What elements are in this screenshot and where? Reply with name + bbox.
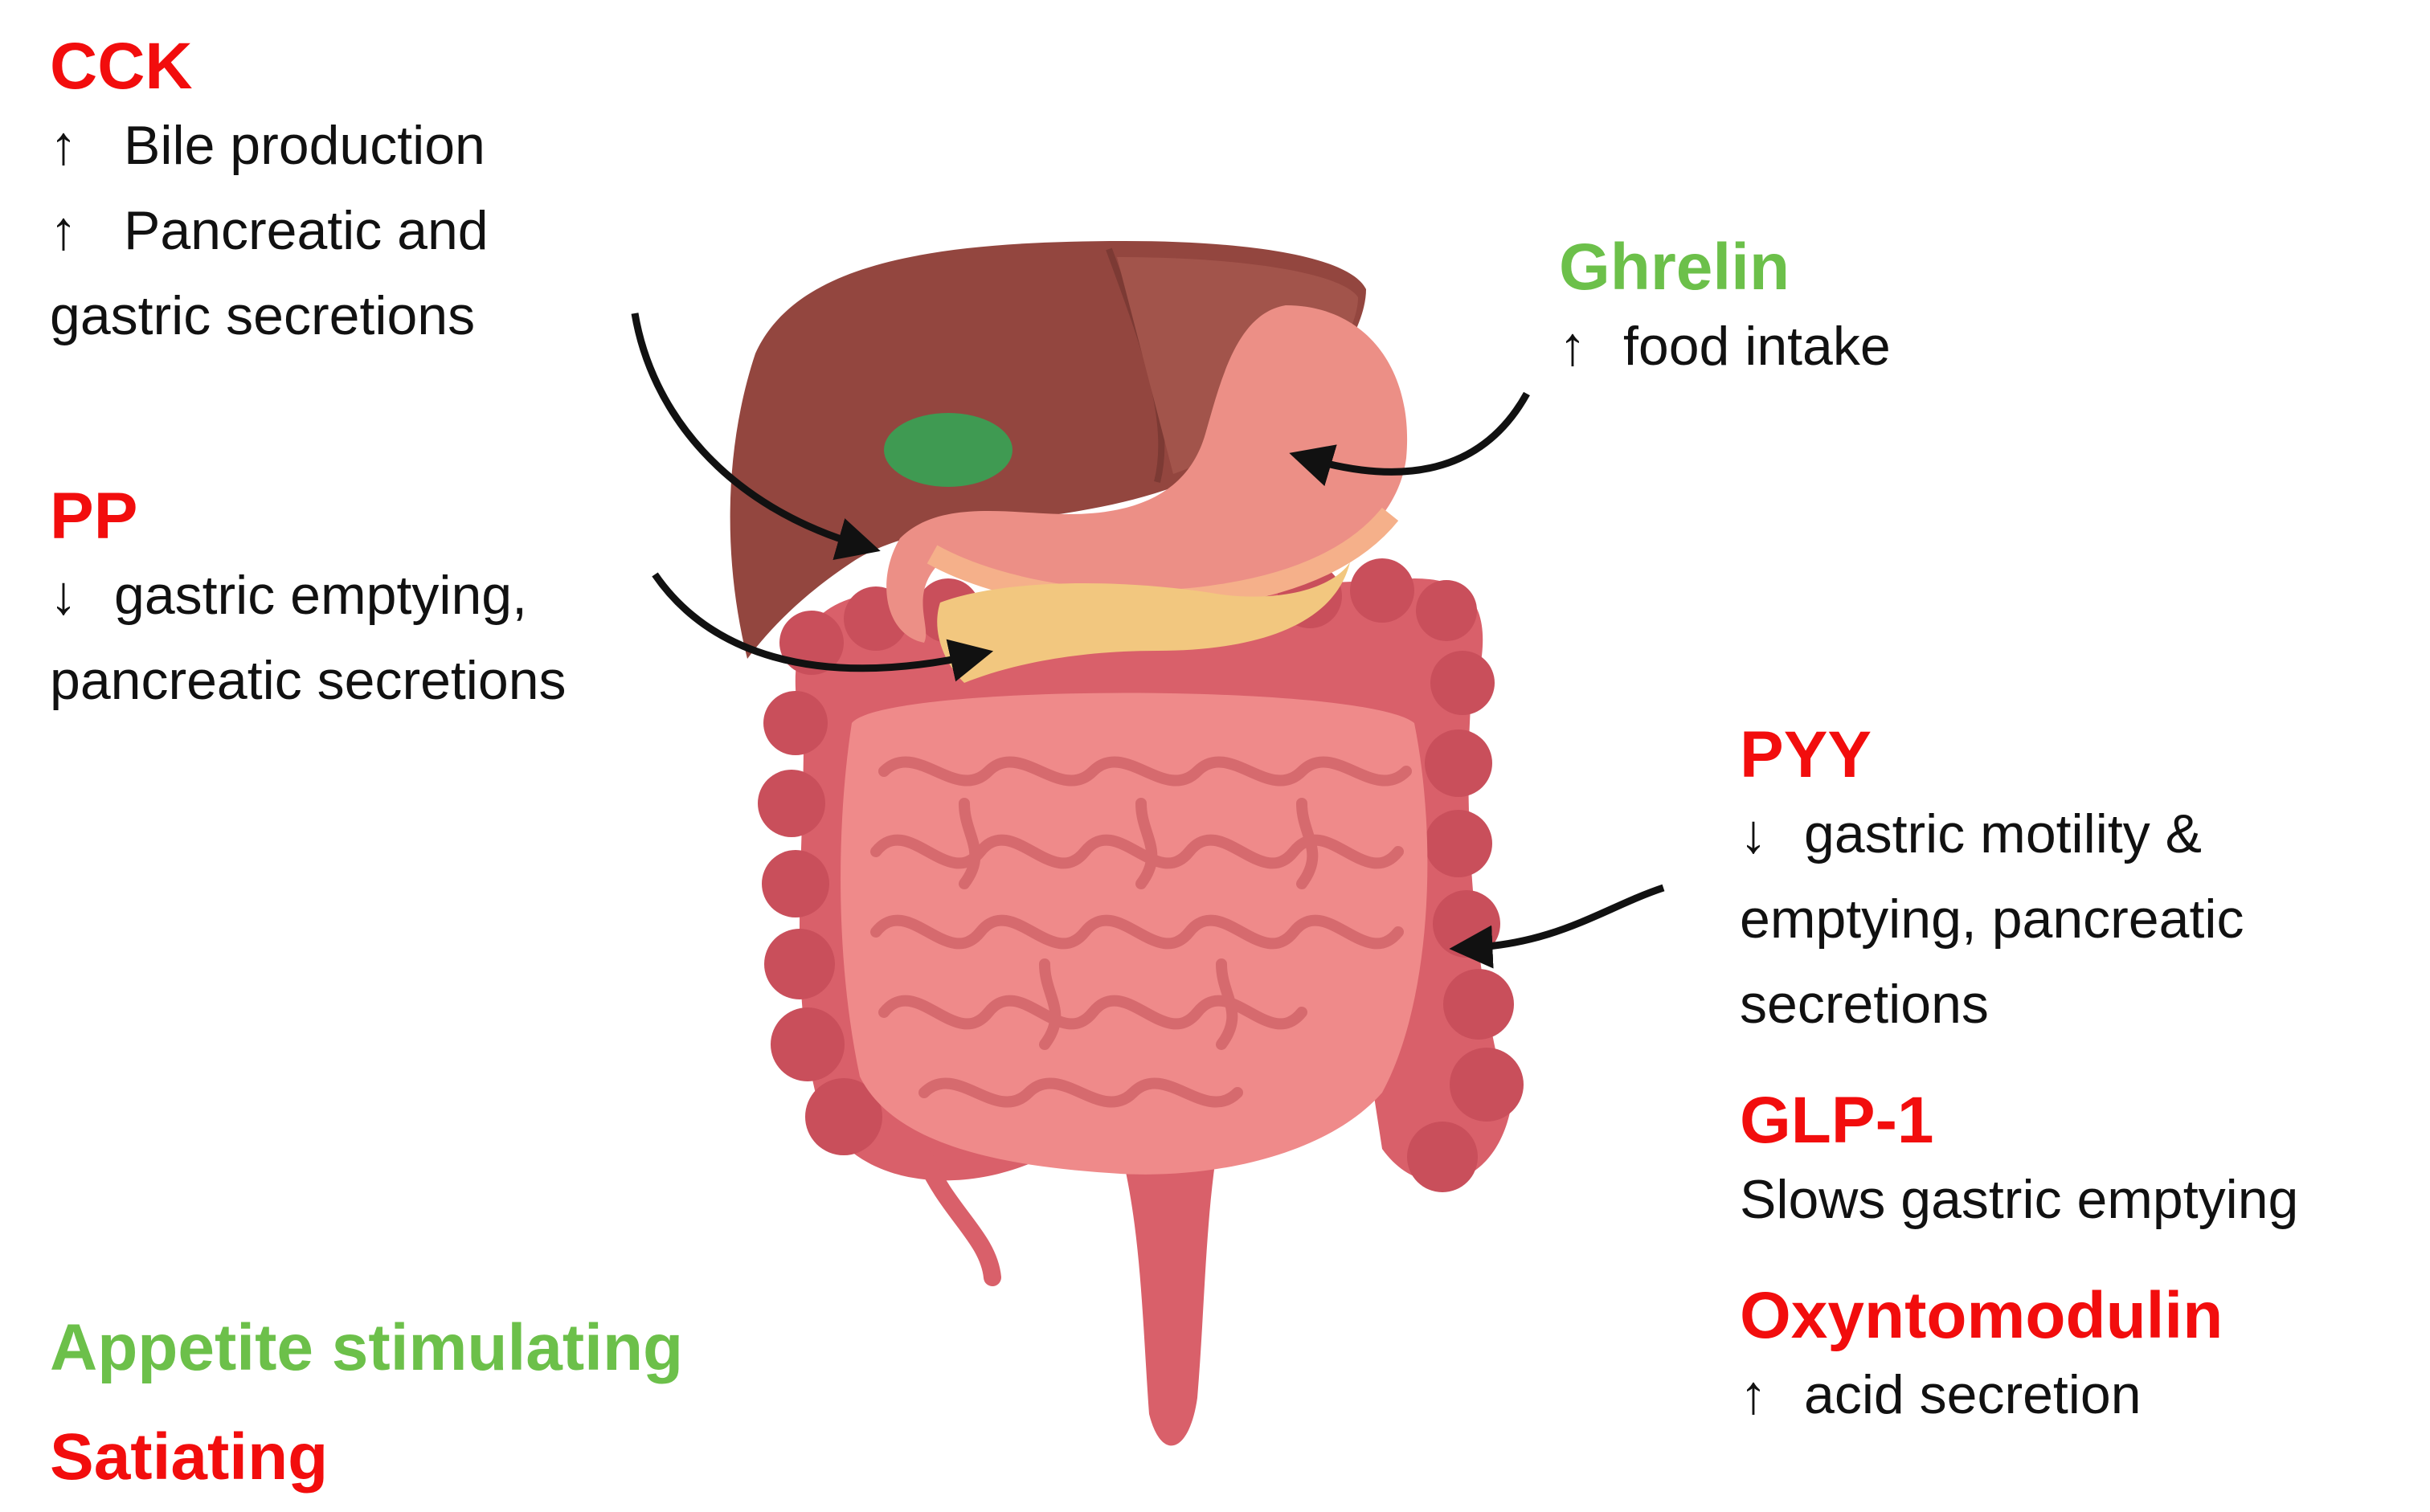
- gallbladder: [884, 413, 1012, 487]
- cck-label-group: CCK ↑Bile production ↑Pancreatic and gas…: [50, 30, 489, 358]
- cck-line-1: ↑Bile production: [50, 103, 489, 188]
- ghrelin-line-1: ↑food intake: [1559, 304, 1891, 389]
- glp1-title: GLP-1: [1740, 1084, 1934, 1157]
- pyy-line-1: ↓gastric motility &: [1740, 791, 2244, 877]
- up-arrow-icon: ↑: [50, 200, 77, 262]
- pp-pointer-arrow: [652, 572, 994, 682]
- up-arrow-icon: ↑: [1559, 316, 1586, 378]
- ghrelin-pointer-arrow: [1289, 391, 1530, 487]
- down-arrow-icon: ↓: [1740, 803, 1767, 865]
- cck-line-2: ↑Pancreatic and: [50, 188, 489, 273]
- legend-appetite-stimulating: Appetite stimulating: [50, 1311, 684, 1384]
- pyy-title: PYY: [1740, 718, 1872, 791]
- small-intestine: [841, 693, 1428, 1175]
- ghrelin-label-group: Ghrelin ↑food intake: [1559, 231, 1891, 389]
- pancreas: [937, 562, 1350, 683]
- up-arrow-icon: ↑: [50, 115, 77, 177]
- legend: Appetite stimulating Satiating: [50, 1293, 683, 1512]
- pyy-line-2: emptying, pancreatic: [1740, 889, 2244, 950]
- pyy-line-3: secretions: [1740, 974, 1989, 1036]
- cck-line-3: gastric secretions: [50, 285, 476, 347]
- oxyntomodulin-line-1: ↑acid secretion: [1740, 1352, 2223, 1437]
- pyy-pointer-arrow: [1449, 884, 1665, 969]
- cck-pointer-arrow: [631, 313, 881, 561]
- down-arrow-icon: ↓: [50, 565, 77, 627]
- pyy-label-group: PYY ↓gastric motility & emptying, pancre…: [1740, 718, 2244, 1047]
- legend-satiating: Satiating: [50, 1420, 329, 1494]
- ghrelin-title: Ghrelin: [1559, 231, 1790, 304]
- pp-line-2: pancreatic secretions: [50, 650, 567, 712]
- pp-title: PP: [50, 480, 138, 553]
- pp-line-1: ↓gastric emptying,: [50, 553, 567, 638]
- oxyntomodulin-label-group: Oxyntomodulin ↑acid secretion: [1740, 1279, 2223, 1437]
- pp-label-group: PP ↓gastric emptying, pancreatic secreti…: [50, 480, 567, 723]
- cck-title: CCK: [50, 30, 193, 103]
- oxyntomodulin-title: Oxyntomodulin: [1740, 1279, 2223, 1352]
- up-arrow-icon: ↑: [1740, 1364, 1767, 1426]
- glp1-label-group: GLP-1 Slows gastric emptying: [1740, 1084, 2299, 1242]
- glp1-line-1: Slows gastric emptying: [1740, 1169, 2299, 1231]
